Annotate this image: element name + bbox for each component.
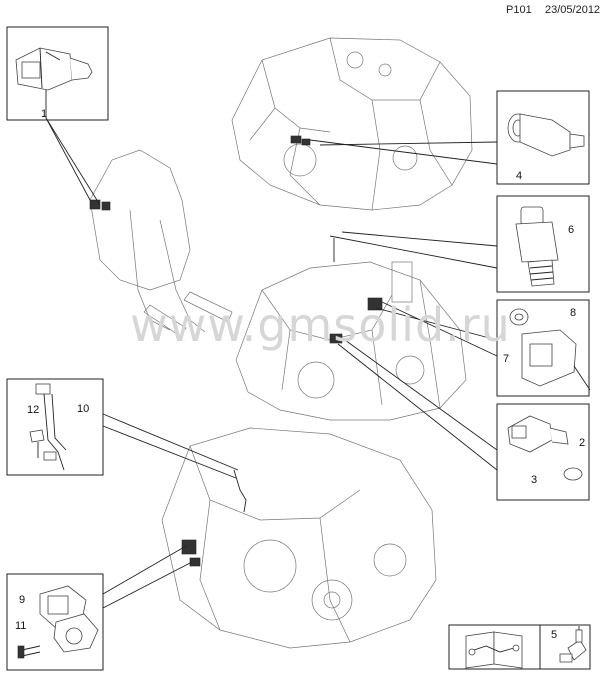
leader-lines (45, 90, 498, 609)
callout-4: 4 (516, 170, 523, 182)
callout-9: 9 (19, 594, 26, 606)
callout-11: 11 (15, 620, 27, 632)
part-7-8-switch-illustration (509, 308, 591, 391)
part-2-3-sensor-illustration (507, 415, 583, 481)
callout-12: 12 (27, 404, 40, 416)
middle-transmission-illustration (235, 261, 467, 421)
callout-8: 8 (570, 307, 577, 319)
lower-transmission-illustration (161, 427, 437, 649)
part-9-11-switch-illustration (17, 585, 99, 659)
part-1-pedal-switch-illustration (15, 47, 93, 91)
callout-6: 6 (568, 224, 575, 236)
watermark-text: www.gmsolid.ru (130, 298, 511, 352)
callout-10: 10 (77, 403, 90, 415)
page-date: 23/05/2012 (545, 4, 600, 16)
open-book-wrench-icon (465, 631, 523, 669)
callout-5: 5 (551, 629, 558, 641)
callout-7: 7 (503, 353, 510, 365)
upper-transmission-illustration (231, 37, 473, 211)
part-5-bulb-illustration (559, 626, 587, 663)
part-6-speed-sensor-illustration (515, 206, 559, 287)
part-10-12-harness-illustration (29, 383, 67, 471)
callout-1: 1 (41, 108, 48, 120)
detail-box-10-12 (6, 378, 104, 476)
page-code: P101 (506, 4, 532, 16)
pedal-assembly-illustration (89, 149, 233, 337)
part-4-sensor-illustration (507, 113, 585, 157)
detail-box-2-3 (496, 403, 590, 501)
callout-2: 2 (579, 437, 586, 449)
callout-3: 3 (531, 474, 538, 486)
